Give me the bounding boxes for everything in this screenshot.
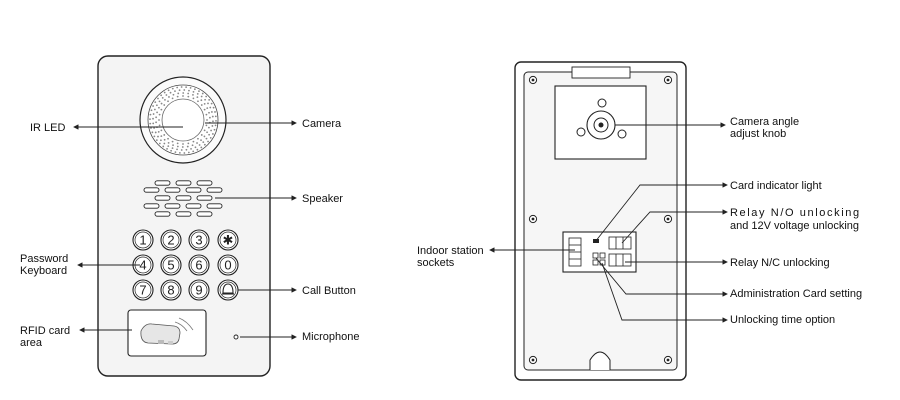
svg-text:0: 0 [224, 258, 231, 273]
rfid-card-area [127, 309, 207, 357]
front-leader-lines [73, 120, 297, 340]
indoor-station-socket-block [568, 237, 582, 267]
label-relay-nc: Relay N/C unlocking [730, 257, 830, 269]
call-button [217, 279, 239, 301]
svg-text:6: 6 [195, 258, 202, 273]
microphone-hole [233, 334, 239, 340]
screw [528, 355, 538, 365]
screw [528, 75, 538, 85]
ir-led-dots [149, 86, 217, 154]
camera-assembly [139, 76, 227, 164]
screw [663, 214, 673, 224]
label-relay-no-line1: Relay N/O unlocking [730, 207, 861, 219]
screw [663, 355, 673, 365]
camera-lens [161, 98, 205, 142]
speaker-slot [154, 211, 171, 217]
label-call-button: Call Button [302, 285, 356, 297]
speaker-slot [164, 203, 181, 209]
svg-text:8: 8 [167, 283, 174, 298]
keypad-key: 3 [188, 229, 210, 251]
label-password-keyboard: Password Keyboard [20, 253, 69, 277]
keypad-key: 1 [132, 229, 154, 251]
mounting-screws [528, 75, 673, 365]
keypad-key: 7 [132, 279, 154, 301]
back-panel [514, 61, 687, 381]
label-speaker: Speaker [302, 193, 343, 205]
password-keypad: 1 2 3 ✱ 4 5 6 0 7 8 9 [132, 229, 239, 301]
screw [528, 214, 538, 224]
leader-unlocking-time-option [601, 262, 728, 323]
keypad-key: 9 [188, 279, 210, 301]
speaker-slot [196, 195, 213, 201]
label-microphone: Microphone [302, 331, 360, 343]
svg-text:4: 4 [139, 258, 146, 273]
leader-card-indicator-light [594, 182, 728, 243]
svg-text:✱: ✱ [223, 233, 234, 248]
rfid-card-icon [140, 317, 194, 345]
label-card-indicator-light: Card indicator light [730, 180, 822, 192]
knob-screw-right [617, 129, 627, 139]
speaker-slot [175, 211, 192, 217]
speaker-slot [196, 180, 213, 186]
label-camera-angle-knob: Camera angle adjust knob [730, 116, 800, 140]
speaker-slot [185, 203, 202, 209]
keypad-key: 5 [160, 254, 182, 276]
speaker-slot [143, 203, 160, 209]
keypad-key: ✱ [217, 229, 239, 251]
back-leader-lines [489, 122, 728, 323]
svg-text:5: 5 [167, 258, 174, 273]
relay-terminal-block [608, 236, 632, 267]
speaker-slot [154, 195, 171, 201]
label-rfid-card-area: RFID card area [20, 325, 71, 349]
knob-screw-top [597, 98, 607, 108]
keypad-key: 8 [160, 279, 182, 301]
label-ir-led: IR LED [30, 122, 66, 134]
circuit-board [562, 231, 637, 273]
label-unlocking-time-option: Unlocking time option [730, 314, 836, 326]
keypad-key: 0 [217, 254, 239, 276]
speaker-slot [196, 211, 213, 217]
keypad-key: 6 [188, 254, 210, 276]
speaker-grille [143, 180, 223, 217]
camera-module [554, 85, 647, 160]
label-indoor-station-sockets: Indoor station sockets [417, 245, 484, 269]
speaker-slot [164, 187, 181, 193]
svg-text:7: 7 [139, 283, 146, 298]
speaker-slot [206, 187, 223, 193]
svg-text:3: 3 [195, 233, 202, 248]
front-panel: 1 2 3 ✱ 4 5 6 0 7 8 9 [97, 55, 271, 377]
speaker-slot [175, 195, 192, 201]
bottom-notch [589, 351, 611, 370]
keypad-key: 2 [160, 229, 182, 251]
svg-text:2: 2 [167, 233, 174, 248]
leader-relay-no [621, 209, 728, 244]
svg-text:9: 9 [195, 283, 202, 298]
leader-admin-card-setting [595, 257, 728, 297]
label-relay-no-line2: and 12V voltage unlocking [730, 220, 860, 232]
label-admin-card-setting: Administration Card setting [730, 288, 863, 300]
knob-screw-left [576, 127, 586, 137]
speaker-slot [143, 187, 160, 193]
speaker-slot [154, 180, 171, 186]
svg-text:1: 1 [139, 233, 146, 248]
speaker-slot [175, 180, 192, 186]
screw [663, 75, 673, 85]
top-tab [571, 66, 631, 79]
label-camera: Camera [302, 118, 342, 130]
speaker-slot [185, 187, 202, 193]
speaker-slot [206, 203, 223, 209]
